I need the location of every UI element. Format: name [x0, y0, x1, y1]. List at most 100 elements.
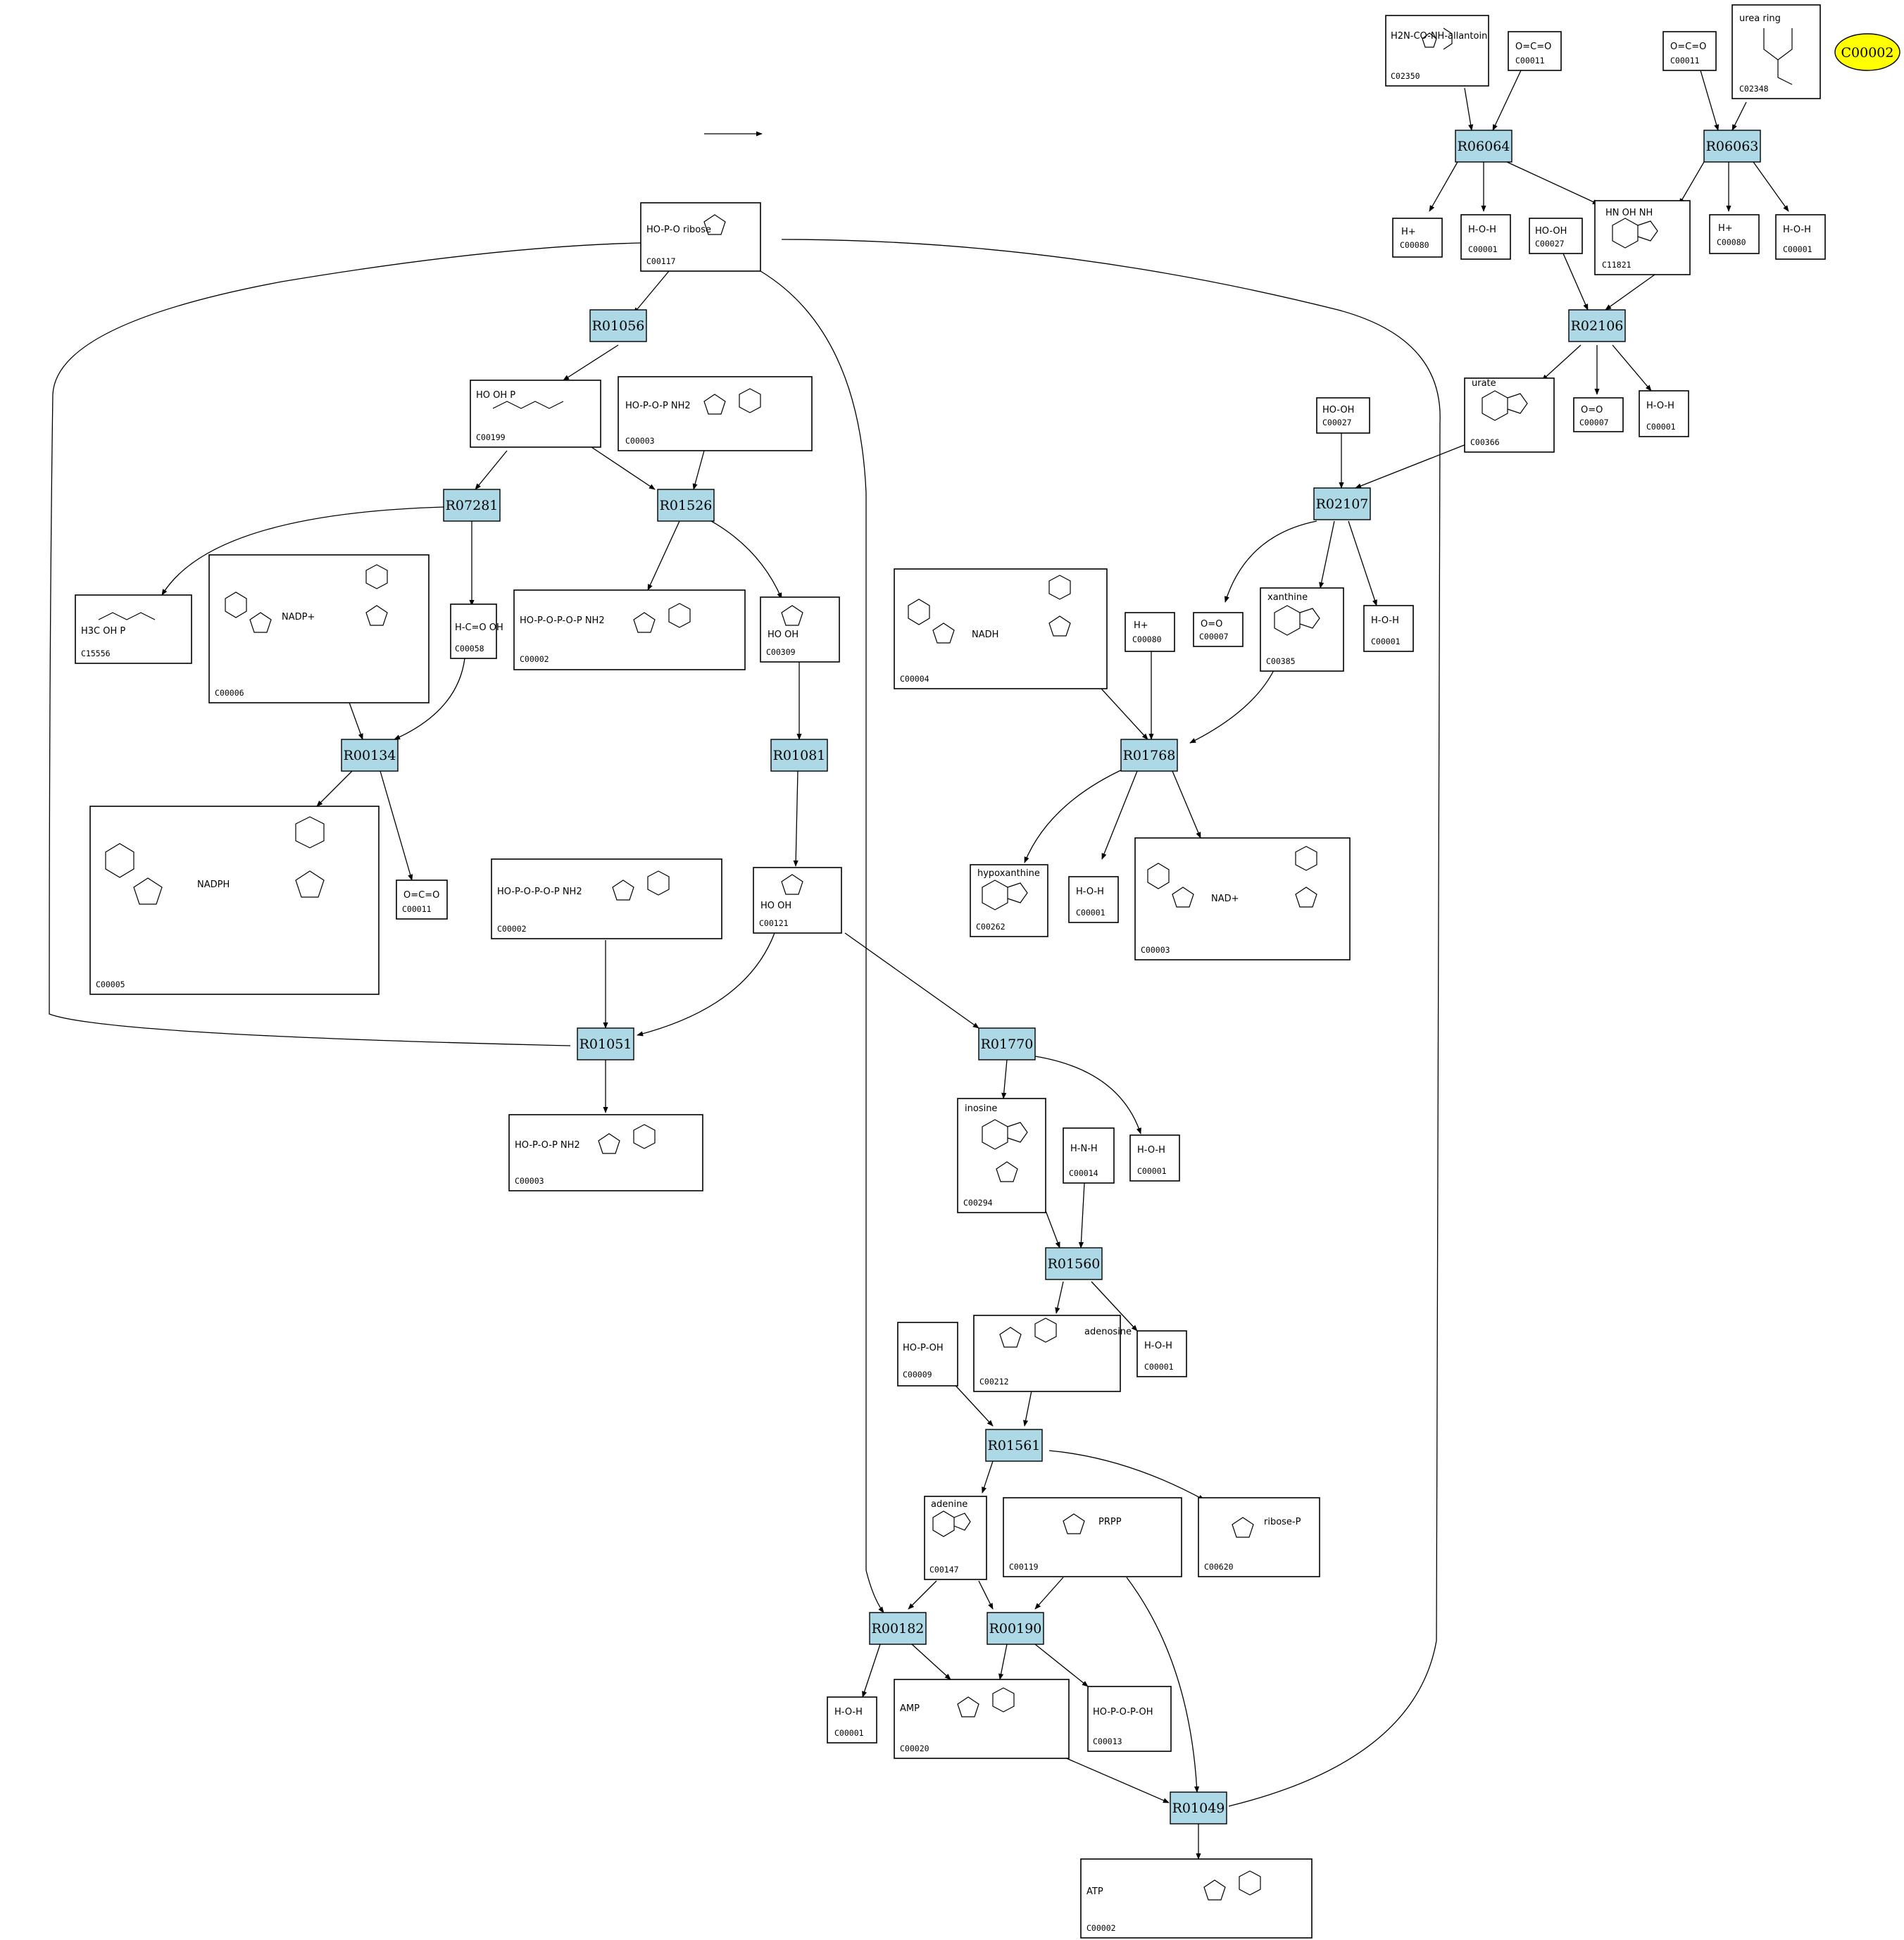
reaction-r06063[interactable]: R06063	[1703, 130, 1761, 163]
reaction-r01526[interactable]: R01526	[657, 489, 715, 522]
svg-text:C00003: C00003	[1141, 945, 1170, 955]
svg-text:R07281: R07281	[446, 498, 499, 513]
svg-text:C00011: C00011	[402, 904, 432, 914]
svg-text:C00212: C00212	[979, 1377, 1009, 1387]
compound-c00011-a[interactable]: O=C=O C00011	[1508, 31, 1562, 71]
svg-text:NAD+: NAD+	[1211, 894, 1239, 904]
compound-c00080-a[interactable]: H+ C00080	[1392, 218, 1443, 258]
svg-text:C00002: C00002	[1841, 45, 1894, 61]
compound-c00006[interactable]: NADP+ C00006	[208, 554, 430, 703]
reaction-r01049[interactable]: R01049	[1170, 1791, 1227, 1825]
reaction-r01051[interactable]: R01051	[577, 1027, 634, 1060]
compound-c00385[interactable]: xanthine C00385	[1260, 587, 1344, 672]
compound-c02348[interactable]: urea ring C02348	[1731, 4, 1821, 99]
compound-c00014[interactable]: H-N-H C00014	[1063, 1127, 1115, 1184]
compound-c00002-a[interactable]: HO-P-O-P-O-P NH2 C00002	[513, 589, 746, 670]
compound-c00620[interactable]: ribose-P C00620	[1198, 1497, 1320, 1577]
svg-text:C00009: C00009	[903, 1370, 932, 1379]
svg-text:R00182: R00182	[872, 1621, 925, 1637]
compound-c00002-b[interactable]: HO-P-O-P-O-P NH2 C00002	[491, 858, 722, 939]
compound-c00003-c[interactable]: HO-P-O-P NH2 C00003	[508, 1114, 703, 1191]
svg-text:H+: H+	[1401, 227, 1416, 237]
svg-text:C00020: C00020	[900, 1744, 929, 1753]
reaction-r01056[interactable]: R01056	[589, 309, 647, 342]
compound-c00117[interactable]: HO-P-O ribose C00117	[640, 202, 761, 272]
svg-text:C00007: C00007	[1579, 418, 1609, 427]
svg-text:O=C=O: O=C=O	[1515, 42, 1551, 52]
compound-c00013[interactable]: HO-P-O-P-OH C00013	[1087, 1686, 1172, 1752]
compound-c00309[interactable]: HO OH C00309	[760, 596, 840, 663]
reaction-r02107[interactable]: R02107	[1313, 487, 1371, 520]
compound-c00058[interactable]: H-C=O OH C00058	[450, 603, 503, 659]
svg-text:R01770: R01770	[981, 1037, 1034, 1052]
compound-c00119[interactable]: PRPP C00119	[1003, 1497, 1182, 1577]
compound-c00001-h[interactable]: H-O-H C00001	[827, 1696, 877, 1744]
compound-c00001-c[interactable]: H-O-H C00001	[1639, 390, 1689, 437]
svg-text:inosine: inosine	[965, 1103, 997, 1114]
compound-c00001-b[interactable]: H-O-H C00001	[1775, 214, 1826, 260]
svg-text:adenosine: adenosine	[1084, 1327, 1132, 1337]
compound-c00007-b[interactable]: O=O C00007	[1193, 612, 1244, 647]
reaction-r07281[interactable]: R07281	[443, 489, 501, 522]
reaction-r01081[interactable]: R01081	[770, 739, 828, 772]
compound-c00001-e[interactable]: H-O-H C00001	[1068, 876, 1119, 923]
compound-c00212[interactable]: adenosine C00212	[973, 1315, 1132, 1392]
compound-c00003-a[interactable]: HO-P-O-P NH2 C00003	[618, 376, 813, 451]
svg-text:HO-P-O-P NH2: HO-P-O-P NH2	[515, 1140, 580, 1151]
compound-c00002-c[interactable]: ATP C00002	[1080, 1858, 1313, 1939]
compound-c11821[interactable]: HN OH NH C11821	[1594, 200, 1691, 275]
highlight-c00002[interactable]: C00002	[1834, 33, 1900, 71]
svg-text:H-O-H: H-O-H	[1144, 1341, 1172, 1351]
compound-c00001-f[interactable]: H-O-H C00001	[1129, 1134, 1180, 1182]
compound-c00366[interactable]: urate C00366	[1464, 377, 1555, 453]
compound-c00147[interactable]: adenine C00147	[924, 1496, 987, 1580]
reaction-r01561[interactable]: R01561	[985, 1429, 1043, 1462]
compound-c00005[interactable]: NADPH C00005	[89, 806, 380, 995]
compound-c00027-b[interactable]: HO-OH C00027	[1316, 397, 1370, 434]
compound-c00199[interactable]: HO OH P C00199	[470, 380, 601, 448]
svg-text:HO-P-O-P NH2: HO-P-O-P NH2	[625, 401, 691, 411]
compound-c00262[interactable]: hypoxanthine C00262	[970, 864, 1048, 937]
reaction-r00190[interactable]: R00190	[987, 1612, 1044, 1645]
svg-text:C00003: C00003	[625, 436, 655, 446]
compound-c00080-b[interactable]: H+ C00080	[1709, 214, 1760, 254]
compound-c00011-c[interactable]: O=C=O C00011	[396, 880, 448, 920]
reaction-r02106[interactable]: R02106	[1568, 309, 1626, 342]
svg-text:C00080: C00080	[1132, 634, 1162, 644]
svg-text:R00190: R00190	[989, 1621, 1042, 1637]
reaction-r06064[interactable]: R06064	[1455, 130, 1512, 163]
svg-text:H-O-H: H-O-H	[1468, 225, 1496, 235]
compound-c00001-d[interactable]: H-O-H C00001	[1363, 605, 1414, 652]
svg-text:HO OH P: HO OH P	[476, 390, 515, 401]
compound-c00011-b[interactable]: O=C=O C00011	[1662, 31, 1717, 71]
svg-text:AMP: AMP	[900, 1703, 920, 1714]
svg-text:C00080: C00080	[1717, 237, 1746, 247]
compound-c00121[interactable]: HO OH C00121	[753, 867, 842, 934]
reaction-r01770[interactable]: R01770	[978, 1027, 1036, 1060]
compound-c00001-g[interactable]: H-O-H C00001	[1136, 1330, 1187, 1377]
svg-text:adenine: adenine	[931, 1499, 967, 1510]
reaction-r01768[interactable]: R01768	[1120, 739, 1178, 772]
svg-text:H3C OH P: H3C OH P	[81, 626, 125, 637]
compound-c00027-a[interactable]: HO-OH C00027	[1529, 218, 1583, 254]
svg-text:NADPH: NADPH	[197, 880, 230, 890]
compound-c00020[interactable]: AMP C00020	[894, 1679, 1070, 1759]
reaction-r00134[interactable]: R00134	[341, 739, 399, 772]
compound-c00003-b[interactable]: NAD+ C00003	[1134, 837, 1351, 960]
compound-c02350[interactable]: H2N-CO-NH-allantoin C02350	[1385, 15, 1489, 87]
compound-c00294[interactable]: inosine C00294	[957, 1098, 1046, 1213]
svg-text:C00199: C00199	[476, 432, 506, 442]
svg-text:C02348: C02348	[1739, 84, 1769, 94]
svg-text:H-O-H: H-O-H	[1076, 887, 1104, 897]
compound-c00001-a[interactable]: H-O-H C00001	[1460, 214, 1511, 260]
compound-c15556[interactable]: H3C OH P C15556	[75, 594, 192, 664]
compound-c00080-c[interactable]: H+ C00080	[1125, 612, 1175, 652]
compound-c00009[interactable]: HO-P-OH C00009	[897, 1322, 958, 1387]
reaction-r00182[interactable]: R00182	[869, 1612, 927, 1645]
svg-text:R01561: R01561	[988, 1438, 1041, 1453]
compound-c00007-a[interactable]: O=O C00007	[1573, 397, 1624, 432]
reaction-r01560[interactable]: R01560	[1045, 1247, 1103, 1280]
svg-text:C15556: C15556	[81, 649, 111, 658]
reactions: R06064 R06063 R02106 R02107 R01056 R0728…	[341, 130, 1761, 1825]
compound-c00004[interactable]: NADH C00004	[894, 568, 1108, 689]
